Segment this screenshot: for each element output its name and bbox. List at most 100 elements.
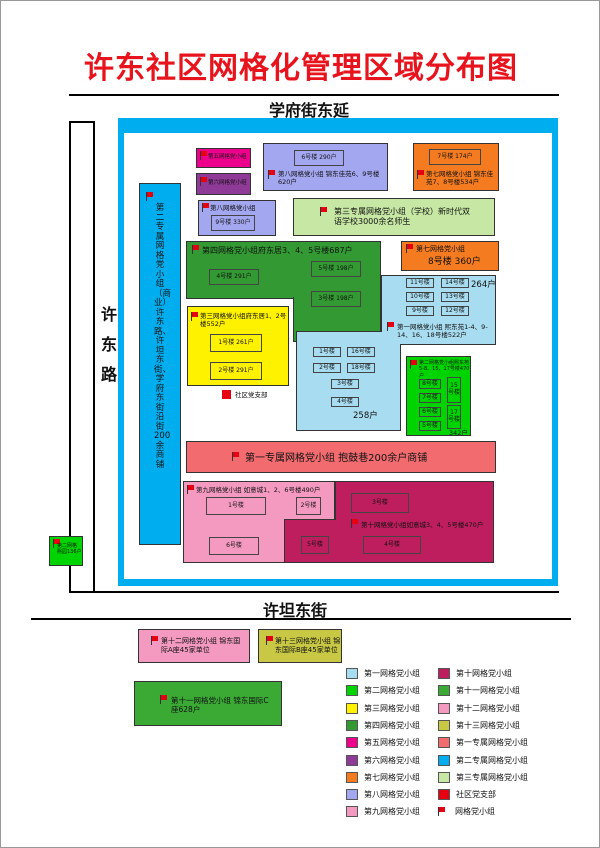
party-flag-icon [200,177,207,186]
legend-item: 第十二网格党小组 [438,702,520,714]
building-10-4: 4号楼 [363,536,421,554]
building-13: 13号楼 [441,292,469,302]
legend-swatch [346,806,358,818]
legend-label: 第二专属网格党小组 [456,755,528,765]
legend-item: 第六网格党小组 [346,754,420,766]
zone-grid-7-label: 第七网格党小组 锦东佳苑7、8号楼534户 [426,170,494,187]
zone-grid-1-join [382,331,402,344]
west-road-line-inner [93,121,95,591]
party-flag-icon [191,312,198,321]
building-3b: 3号楼 [331,379,359,389]
legend-swatch [438,754,450,766]
building-18: 18号楼 [347,363,375,373]
legend-item: 第四网格党小组 [346,719,420,731]
party-flag-icon [351,519,358,528]
zone-grid-12-label: 第十二网格党小组 锦东国际A座45家单位 [161,637,241,654]
road-label-west-2: 东 [101,335,118,354]
zone-grid-2: 第二网格党小组熙东苑5-8、15、17号楼470户 8号楼 7号楼 6号楼 5号… [406,356,471,437]
party-flag-icon [151,636,158,645]
legend-label: 第一专属网格党小组 [456,738,528,748]
zone-grid-4-top [186,241,381,299]
building-17: 17号楼 [447,405,461,429]
zone-grid-13-label: 第十三网格党小组 锦东国际B座45家单位 [275,637,341,654]
legend-swatch [438,719,450,731]
building-1: 1号楼 261户 [210,334,262,352]
building-9b: 9号楼 [406,306,434,316]
party-flag-icon [192,245,199,254]
legend-swatch [346,754,358,766]
legend-label: 第三专属网格党小组 [456,772,528,782]
zone-grid-10-right [335,481,494,563]
legend: 第一网格党小组第十网格党小组第二网格党小组第十一网格党小组第三网格党小组第十二网… [346,668,561,828]
building-3: 3号楼 198户 [311,291,361,307]
legend-item: 第十三网格党小组 [438,719,520,731]
legend-item: 第十网格党小组 [438,668,512,679]
zone-grid-2-outside-label: 第二网格 熙园136户 [57,543,82,556]
building-5b: 5号楼 [419,421,441,431]
building-10-5: 5号楼 [301,536,329,554]
south-road-line-bottom [31,618,571,620]
party-flag-icon [387,322,394,331]
legend-label: 第五网格党小组 [364,738,420,748]
party-flag-icon [417,170,424,179]
count-342: 342户 [449,429,468,437]
legend-label: 第十网格党小组 [456,669,512,678]
building-9-6: 6号楼 [209,537,259,555]
party-flag-icon [438,807,445,817]
party-flag-icon [187,485,194,494]
legend-swatch [438,737,450,749]
legend-label: 社区党支部 [456,790,496,800]
zone-grid-8-label: 第八网格党小组 锦东佳苑6、9号楼620户 [278,170,380,187]
zone-grid-2-label: 第二网格党小组熙东苑5-8、15、17号楼470户 [419,360,470,379]
zone-grid-10-label: 第十网格党小组如意城3、4、5号楼470户 [361,521,484,529]
legend-label: 第一网格党小组 [364,669,420,678]
legend-item: 第三专属网格党小组 [438,771,528,783]
building-2b: 2号楼 [313,363,341,373]
west-road-line-outer [69,121,71,591]
legend-label: 第九网格党小组 [364,807,420,817]
road-label-west-1: 许 [101,305,118,324]
building-11: 11号楼 [406,278,434,288]
zone-grid-5-label: 第五网格党小组 [208,154,247,160]
legend-swatch [346,668,358,679]
party-flag-icon [53,539,60,548]
north-road-line [69,94,559,96]
count-264: 264户 [471,280,496,290]
party-flag-icon [200,151,207,160]
south-road-line-top [69,591,559,593]
zone-special-1-alley: 第一专属网格党小组 抱鼓巷200余户商铺 [186,441,496,473]
legend-item: 第八网格党小组 [346,789,420,801]
building-10: 10号楼 [406,292,434,302]
zone-grid-1-label: 第一网格党小组 熙东苑1-4、9-14、16、18号楼522户 [397,323,488,340]
zone-special-2-commerce: 第二专属网格党小组（商业）许东路、许坦东街、学府东街沿街200余商铺 [139,183,181,545]
building-7b: 7号楼 [419,393,441,403]
building-12: 12号楼 [441,306,469,316]
zone-grid-8-b9: 第八网格党小组 9号楼 330户 [198,200,276,236]
building-8-label: 8号楼 360户 [428,257,481,267]
party-flag-icon [268,170,275,179]
legend-item: 第一网格党小组 [346,668,420,679]
road-label-west-3: 路 [101,365,118,384]
building-4: 4号楼 291户 [209,269,259,285]
road-label-south: 许坦东街 [263,601,328,620]
road-label-north: 学府街东延 [269,101,350,120]
building-7: 7号楼 174户 [429,149,481,165]
zone-special-3-school: 第三专属网格党小组（学校）新时代双语学校3000余名师生 [293,198,495,236]
legend-swatch [346,702,358,714]
party-flag-icon [410,360,417,369]
party-flag-icon [266,636,273,645]
legend-swatch [438,789,450,801]
legend-label: 网格党小组 [455,807,495,817]
legend-swatch [346,737,358,749]
legend-swatch [346,719,358,731]
party-branch-label: 社区党支部 [235,391,268,399]
legend-item: 第九网格党小组 [346,806,420,818]
zone-grid-1-right [381,275,496,345]
legend-item: 第五网格党小组 [346,737,420,749]
legend-swatch [346,771,358,783]
zone-grid-3: 第三网格党小组府东居1、2号楼552户 1号楼 261户 2号楼 291户 [187,306,289,386]
zone-grid-4-label: 第四网格党小组府东居3、4、5号楼687户 [202,246,353,255]
building-10-3: 3号楼 [351,493,409,513]
count-258: 258户 [353,411,378,421]
